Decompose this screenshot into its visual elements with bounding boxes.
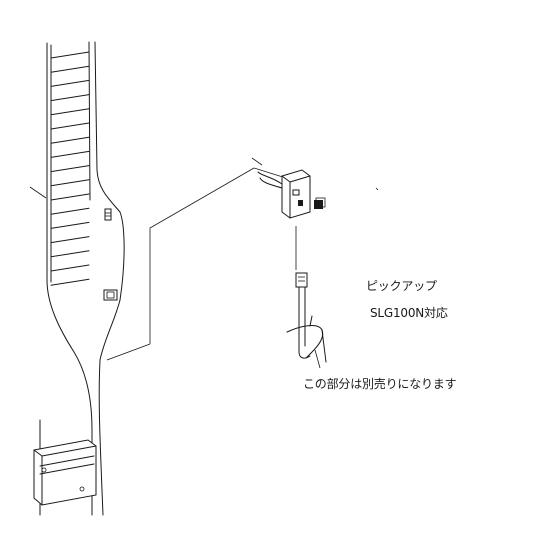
fret-rib <box>50 94 90 102</box>
side-knob <box>104 208 112 221</box>
fret-ribs <box>50 51 90 286</box>
jack-socket <box>103 289 118 301</box>
fret-rib <box>50 193 90 201</box>
pickup-circuit-board <box>257 169 326 219</box>
fret-rib <box>50 250 90 258</box>
sold-separately-note: この部分は別売りになります <box>303 377 457 391</box>
fret-rib <box>50 65 90 73</box>
fret-rib <box>50 108 90 116</box>
fret-rib <box>50 207 90 215</box>
fret-rib <box>50 79 90 87</box>
leader-lines <box>29 157 379 361</box>
bridge-block <box>33 439 97 506</box>
fret-rib <box>50 264 90 272</box>
fret-rib <box>50 150 90 158</box>
fret-rib <box>50 236 90 244</box>
fret-rib <box>50 179 90 187</box>
pickup-cable <box>286 272 327 369</box>
fret-rib <box>50 136 90 144</box>
model-compat-label: SLG100N対応 <box>370 306 448 320</box>
fret-rib <box>50 51 90 59</box>
fret-rib <box>50 221 90 229</box>
fret-rib <box>50 122 90 130</box>
fret-rib <box>50 278 90 286</box>
fret-rib <box>50 165 90 173</box>
pickup-label: ピックアップ <box>366 279 437 293</box>
